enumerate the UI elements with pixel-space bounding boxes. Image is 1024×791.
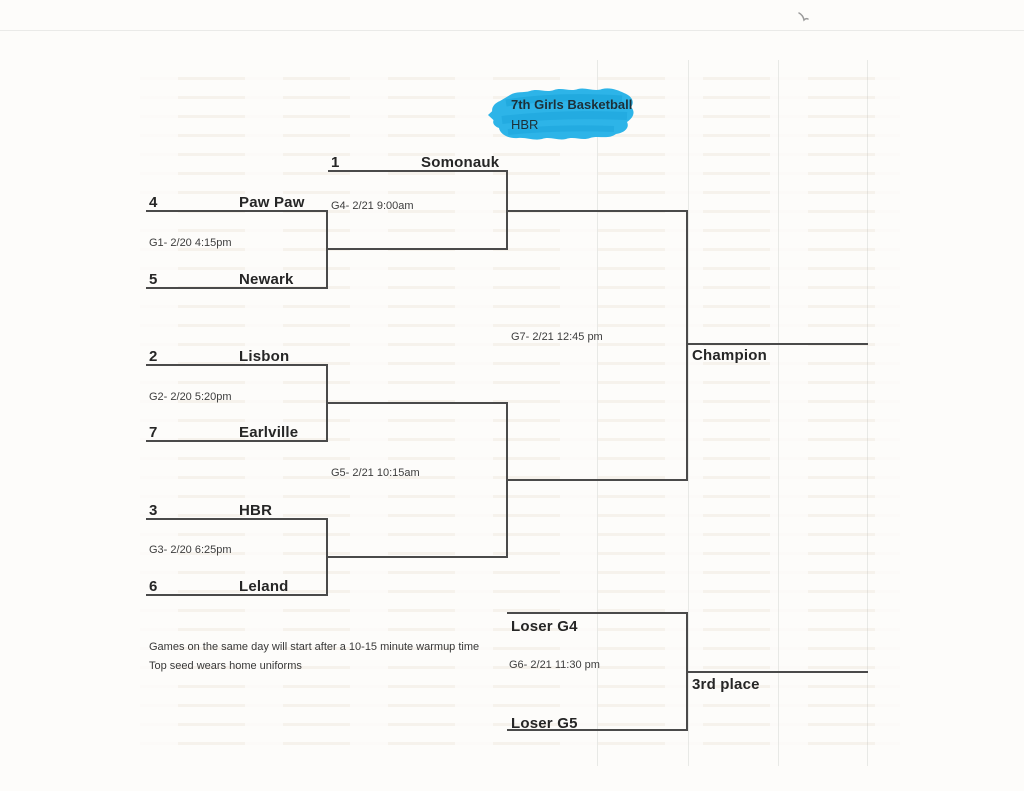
seed-number: 5: [149, 271, 158, 288]
seed-number: 6: [149, 578, 158, 595]
scan-pen-mark: [798, 12, 809, 22]
scan-ghost-column: [867, 60, 868, 766]
consolation-connector: [686, 612, 688, 731]
loser-g4-label: Loser G4: [511, 618, 578, 635]
seed-number: 3: [149, 502, 158, 519]
scan-ghost-column: [688, 60, 689, 766]
slot-earlville: 7 Earlville: [146, 424, 328, 441]
seed-number: 2: [149, 348, 158, 365]
game-g1-label: G1- 2/20 4:15pm: [149, 237, 232, 249]
team-name: HBR: [239, 502, 273, 519]
semifinal-connector-b: [506, 402, 508, 558]
seed-number: 1: [331, 154, 340, 171]
highlighter-scribble-icon: [488, 88, 634, 140]
game-g5-label: G5- 2/21 10:15am: [331, 467, 420, 479]
champion-line: [688, 343, 868, 345]
third-place-label: 3rd place: [692, 676, 760, 693]
loser-g5-label: Loser G5: [511, 715, 578, 732]
slot-leland: 6 Leland: [146, 578, 328, 595]
slot-newark: 5 Newark: [146, 271, 328, 288]
game-g2-label: G2- 2/20 5:20pm: [149, 391, 232, 403]
page-subtitle: HBR: [511, 117, 539, 132]
team-name: Paw Paw: [239, 194, 305, 211]
scan-artifact-line: [0, 30, 1024, 31]
game-g6-label: G6- 2/21 11:30 pm: [509, 659, 600, 671]
g3-winner-line: [328, 556, 508, 558]
game-g3-label: G3- 2/20 6:25pm: [149, 544, 232, 556]
g5-winner-line: [507, 479, 688, 481]
note-warmup: Games on the same day will start after a…: [149, 641, 480, 653]
g4-winner-line: [507, 210, 688, 212]
slot-lisbon: 2 Lisbon: [146, 348, 328, 365]
game-g7-label: G7- 2/21 12:45 pm: [511, 331, 603, 343]
seed-number: 4: [149, 194, 158, 211]
team-name: Lisbon: [239, 348, 290, 365]
team-name: Leland: [239, 578, 289, 595]
g1-winner-line: [328, 248, 508, 250]
team-name: Newark: [239, 271, 294, 288]
final-connector: [686, 210, 688, 481]
page-title: 7th Girls Basketball: [511, 97, 633, 112]
seed-number: 7: [149, 424, 158, 441]
slot-paw-paw: 4 Paw Paw: [146, 194, 328, 211]
slot-somonauk: 1 Somonauk: [328, 154, 508, 171]
note-uniforms: Top seed wears home uniforms: [149, 660, 302, 672]
team-name: Somonauk: [421, 154, 500, 171]
slot-hbr: 3 HBR: [146, 502, 328, 519]
g2-winner-line: [328, 402, 508, 404]
game-g4-label: G4- 2/21 9:00am: [331, 200, 414, 212]
third-place-line: [688, 671, 868, 673]
consolation-top-line: [507, 612, 688, 614]
team-name: Earlville: [239, 424, 299, 441]
semifinal-connector-a: [506, 170, 508, 250]
scan-ghost-column: [778, 60, 779, 766]
champion-label: Champion: [692, 347, 767, 364]
